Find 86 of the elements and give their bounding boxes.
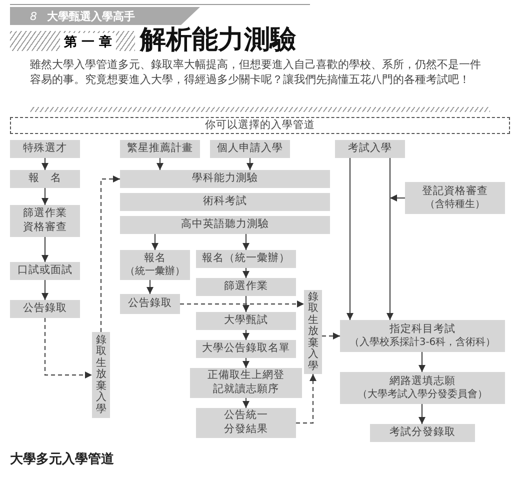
arrow	[42, 237, 48, 262]
arrow	[42, 280, 48, 300]
process-box	[335, 140, 405, 158]
arrow	[242, 330, 250, 340]
box-label: 公告統一分發結果	[223, 409, 269, 437]
box-note: （入學校系採計3-6科，含術科）	[349, 336, 496, 350]
box-note: （含特種生）	[425, 198, 485, 212]
arrow	[242, 398, 250, 408]
box-label: 報名	[144, 252, 166, 266]
box-label: 錄取生放棄入學	[96, 334, 106, 416]
box-label: 高中英語聽力測驗	[181, 218, 269, 232]
box-label: 報名（統一彙辦）	[202, 252, 290, 266]
arrow	[390, 194, 405, 202]
arrow	[418, 352, 426, 372]
process-box	[340, 372, 505, 404]
dashed-arrow	[100, 176, 120, 332]
vertical-box	[304, 290, 322, 374]
process-box	[120, 250, 190, 280]
box-label: 網路選填志願	[390, 374, 456, 388]
chapter-label: 第 一 章	[60, 33, 116, 51]
process-box	[370, 424, 475, 442]
box-note: （大學考試入學分發委員會）	[358, 388, 488, 402]
arrow	[242, 268, 250, 278]
process-box	[10, 262, 80, 280]
box-label: 術科考試	[203, 195, 247, 209]
box-label: 登記資格審查	[422, 184, 488, 198]
arrow	[42, 188, 48, 205]
figure-caption: 大學多元入學管道	[10, 450, 114, 468]
process-box	[196, 312, 296, 330]
heading-box	[10, 117, 510, 134]
dashed-arrow	[44, 318, 92, 378]
process-box	[10, 205, 80, 237]
dashed-arrow	[296, 374, 316, 424]
process-box	[196, 278, 296, 296]
process-box	[196, 408, 296, 438]
arrow	[242, 358, 250, 368]
page-number: 8	[30, 10, 37, 22]
box-label: 考試入學	[348, 142, 392, 156]
dashed-arrow	[180, 300, 304, 308]
process-box	[120, 216, 330, 234]
box-label: 篩選作業	[224, 280, 268, 294]
box-label: 正備取生上網登記就讀志願序	[206, 369, 286, 397]
process-box	[10, 140, 80, 158]
process-box	[190, 368, 302, 398]
dashed-arrow	[322, 332, 340, 340]
arrow	[146, 280, 154, 294]
process-box	[120, 170, 330, 188]
box-label: 報 名	[28, 172, 62, 186]
intro-paragraph: 雖然大學入學管道多元、錄取率大幅提高，但想要進入自己喜歡的學校、系所，仍然不是一件容易的事。究竟想要進入大學，得經過多少關卡呢？讓我們先搞懂五花八門的各種考試吧！	[30, 58, 482, 88]
box-label: 個人申請入學	[217, 142, 283, 156]
box-note: （統一彙辦）	[125, 265, 185, 278]
vertical-box	[92, 332, 110, 418]
box-label: 特殊選才	[23, 142, 67, 156]
chapter-title: 解析能力測驗	[140, 24, 296, 57]
box-label: 口試或面試	[18, 264, 72, 278]
running-header: 大學甄選入學高手	[47, 8, 135, 24]
box-label: 繁星推薦計畫	[127, 142, 193, 156]
process-box	[196, 340, 296, 358]
arrow	[346, 158, 354, 320]
box-label: 篩選作業資格審查	[22, 207, 68, 235]
process-box	[340, 320, 505, 352]
box-label: 公告錄取	[128, 297, 172, 311]
box-label: 大學公告錄取名單	[202, 342, 290, 356]
process-box	[210, 140, 290, 158]
process-box	[10, 170, 80, 188]
box-label: 大學甄試	[224, 314, 268, 328]
arrow	[242, 234, 250, 250]
process-box	[196, 250, 296, 268]
box-label: 學科能力測驗	[192, 172, 258, 186]
arrow	[386, 158, 394, 320]
process-box	[10, 300, 80, 318]
arrow	[42, 158, 48, 170]
arrow	[152, 234, 158, 250]
process-box	[120, 140, 200, 158]
arrow	[246, 158, 254, 170]
arrow	[242, 296, 250, 312]
arrow	[156, 158, 164, 170]
box-label: 你可以選擇的入學管道	[205, 118, 315, 132]
box-label: 指定科目考試	[390, 322, 456, 336]
arrow	[418, 404, 426, 424]
process-box	[120, 193, 330, 211]
box-label: 公告錄取	[23, 302, 67, 316]
box-label: 考試分發錄取	[390, 426, 456, 440]
process-box	[120, 294, 180, 314]
process-box	[405, 182, 505, 214]
box-label: 錄取生放棄入學	[308, 292, 318, 372]
